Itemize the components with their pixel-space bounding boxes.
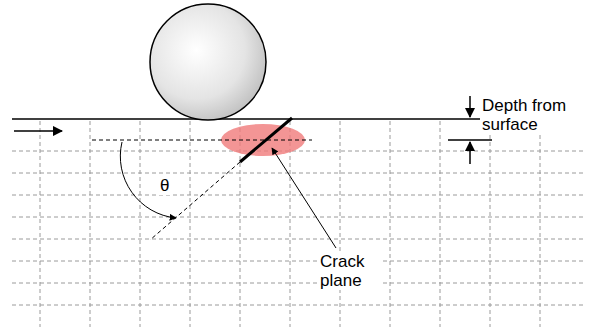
depth-arrow-down	[469, 96, 471, 117]
grid-line	[12, 239, 585, 240]
crack-extension	[150, 162, 240, 240]
grid-line	[12, 173, 585, 174]
depth-tick	[448, 139, 492, 141]
callout-label: Crack plane	[318, 252, 380, 290]
grid-line	[12, 217, 585, 218]
grid-line	[12, 305, 585, 306]
grid-line	[90, 121, 91, 327]
grid-line	[190, 121, 191, 327]
leader-line	[272, 148, 336, 248]
grid-line	[340, 121, 341, 327]
grid-lines	[12, 121, 585, 327]
grid-line	[440, 121, 441, 327]
grid-line	[12, 261, 585, 262]
grid-line	[12, 283, 585, 284]
grid-line	[540, 121, 541, 327]
grid-line	[12, 151, 585, 152]
grid-line	[40, 121, 41, 327]
angle-arc	[120, 142, 176, 218]
grid-line	[390, 121, 391, 327]
grid-line	[490, 121, 491, 327]
angle-symbol: θ	[158, 176, 171, 195]
dimension-label: Depth from surface	[480, 96, 592, 134]
depth-arrow-up	[469, 142, 471, 164]
crack-plane-line	[240, 118, 292, 162]
grid-line	[12, 195, 585, 196]
grid-line	[140, 121, 141, 327]
ball	[150, 4, 266, 120]
motion-arrow	[14, 130, 62, 132]
depth-line	[92, 140, 312, 141]
